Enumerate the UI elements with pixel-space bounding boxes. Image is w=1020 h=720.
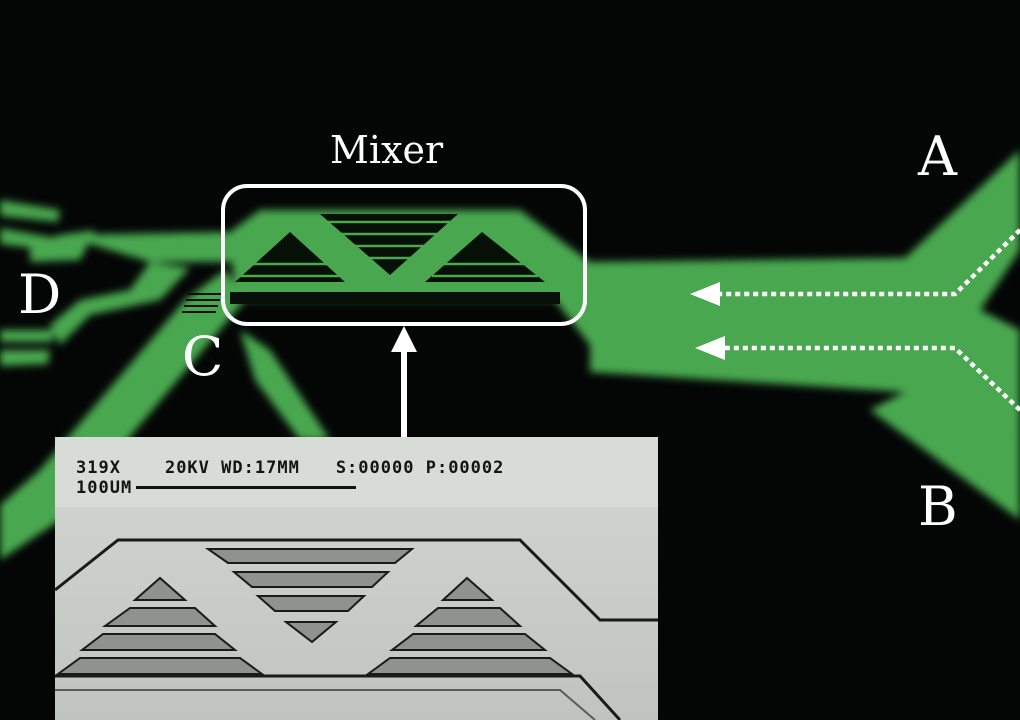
label-d: D — [18, 263, 62, 326]
sem-s-counter: S:00000 — [335, 458, 415, 478]
flow-arrow-a — [690, 228, 1020, 306]
sem-inset — [54, 437, 658, 720]
sem-voltage: 20KV — [164, 458, 210, 478]
label-b: B — [918, 475, 958, 538]
mixer-fins — [240, 220, 538, 278]
channel-network — [0, 150, 1020, 560]
main-channel — [590, 150, 1020, 440]
splitter-branch-lower — [50, 262, 190, 345]
mixer-obstacles — [230, 214, 560, 304]
up-arrow — [391, 326, 417, 440]
sem-info-bar: 319X 20KV WD:17MM S:00000 P:00002 100UM — [76, 458, 505, 498]
obstacle-bottom-band — [230, 292, 560, 304]
flow-arrow-b — [695, 336, 1020, 412]
sem-scale-label: 100UM — [76, 477, 133, 498]
outlet-3 — [0, 330, 55, 342]
label-c: C — [182, 325, 224, 388]
splitter-branch-upper — [30, 230, 95, 262]
label-a: A — [918, 125, 957, 188]
outlet-4 — [0, 350, 50, 366]
sem-working-distance: WD:17MM — [221, 458, 300, 478]
mixer-channel — [230, 210, 590, 345]
outlet-1 — [0, 200, 60, 222]
mixer-highlight-box — [221, 184, 587, 326]
inlet-b-channel — [870, 392, 1020, 520]
sem-magnification: 319X — [76, 458, 121, 478]
obstacle-center-v — [320, 214, 458, 275]
obstacle-left-triangle — [235, 232, 345, 282]
sem-p-counter: P:00002 — [425, 458, 505, 478]
splitter-trunk — [60, 232, 235, 262]
label-mixer: Mixer — [330, 128, 444, 172]
sem-scale-bar — [136, 486, 357, 490]
obstacle-right-triangle — [425, 232, 545, 282]
junction-c-fins — [182, 293, 222, 313]
channel-c-diagonal-2 — [240, 330, 330, 440]
outlet-2 — [0, 228, 55, 250]
